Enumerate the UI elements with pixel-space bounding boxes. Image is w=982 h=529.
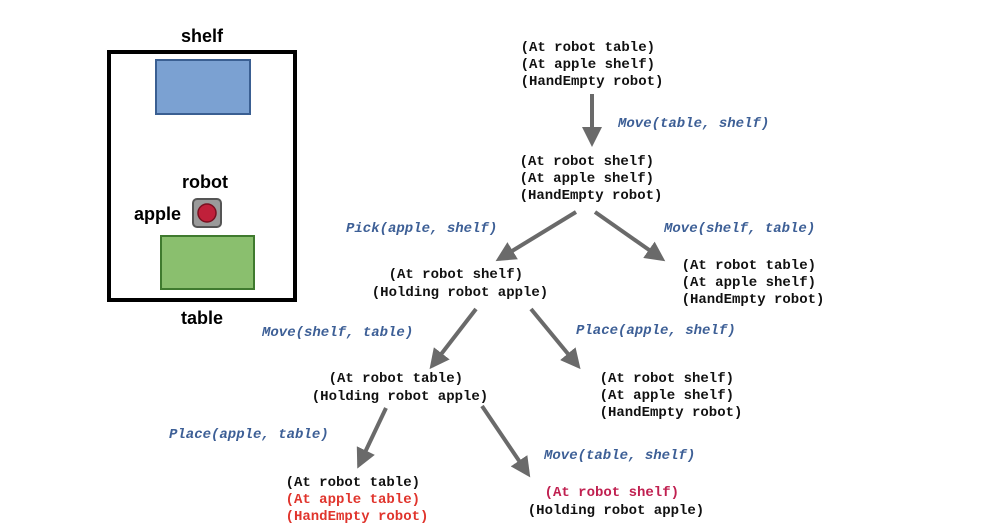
state-line: (At robot shelf) — [389, 267, 523, 283]
state-line: (At apple shelf) — [600, 388, 734, 404]
state-line: (At robot table) — [286, 475, 420, 491]
state-node: (At robot shelf) (Holding robot apple) — [372, 267, 548, 301]
arrow-s1-s3 — [593, 210, 666, 262]
state-line: (HandEmpty robot) — [521, 74, 664, 90]
state-line: (At robot table) — [521, 40, 655, 56]
state-node: (At robot table) (At apple shelf) (HandE… — [521, 40, 664, 90]
state-node: (At robot shelf) (At apple shelf) (HandE… — [520, 154, 663, 204]
state-line: (At robot shelf) — [600, 371, 734, 387]
state-node: (At robot table) (Holding robot apple) — [312, 371, 488, 405]
action-label: Move(table, shelf) — [617, 116, 769, 132]
state-line: (Holding robot apple) — [372, 285, 548, 301]
state-line: (HandEmpty robot) — [520, 188, 663, 204]
state-node: (At robot table) (At apple shelf) (HandE… — [682, 258, 825, 308]
apple-icon — [197, 203, 217, 223]
action-label: Place(apple, table) — [169, 427, 329, 443]
state-line: (At robot table) — [682, 258, 816, 274]
state-node: (At robot shelf) (Holding robot apple) — [528, 485, 704, 519]
scene-panel: shelf robot apple table — [107, 26, 297, 328]
state-node: (At robot shelf) (At apple shelf) (HandE… — [600, 371, 743, 421]
apple-label: apple — [134, 204, 181, 224]
arrow-s2-s4 — [429, 307, 478, 370]
state-line-highlight: (HandEmpty robot) — [286, 509, 429, 525]
action-label: Move(shelf, table) — [663, 221, 815, 237]
state-line: (At robot shelf) — [520, 154, 654, 170]
state-line-highlight: (At apple table) — [286, 492, 420, 508]
action-label: Place(apple, shelf) — [576, 323, 736, 339]
state-line: (At apple shelf) — [521, 57, 655, 73]
transition-arrows — [356, 94, 666, 478]
state-node: (At robot table) (At apple table) (HandE… — [286, 475, 429, 525]
state-line: (At robot table) — [329, 371, 463, 387]
arrow-s1-s2 — [495, 210, 578, 262]
arrow-s2-s5 — [529, 307, 581, 370]
arrow-s4-s6 — [356, 407, 388, 469]
state-line: (HandEmpty robot) — [682, 292, 825, 308]
state-line: (At apple shelf) — [520, 171, 654, 187]
shelf-box — [155, 59, 251, 115]
state-line: (At apple shelf) — [682, 275, 816, 291]
action-labels: Move(table, shelf) Pick(apple, shelf) Mo… — [169, 116, 815, 464]
state-line: (HandEmpty robot) — [600, 405, 743, 421]
state-nodes: (At robot table) (At apple shelf) (HandE… — [286, 40, 825, 525]
table-box — [160, 235, 255, 290]
state-line: (Holding robot apple) — [528, 503, 704, 519]
action-label: Move(shelf, table) — [261, 325, 413, 341]
action-label: Pick(apple, shelf) — [346, 221, 497, 237]
arrow-s4-s7 — [480, 404, 531, 478]
state-line-highlight: (At robot shelf) — [545, 485, 679, 501]
robot-label: robot — [182, 172, 228, 192]
state-line: (Holding robot apple) — [312, 389, 488, 405]
shelf-label: shelf — [181, 26, 224, 46]
table-label: table — [181, 308, 223, 328]
scene-frame — [107, 50, 297, 302]
action-label: Move(table, shelf) — [543, 448, 695, 464]
